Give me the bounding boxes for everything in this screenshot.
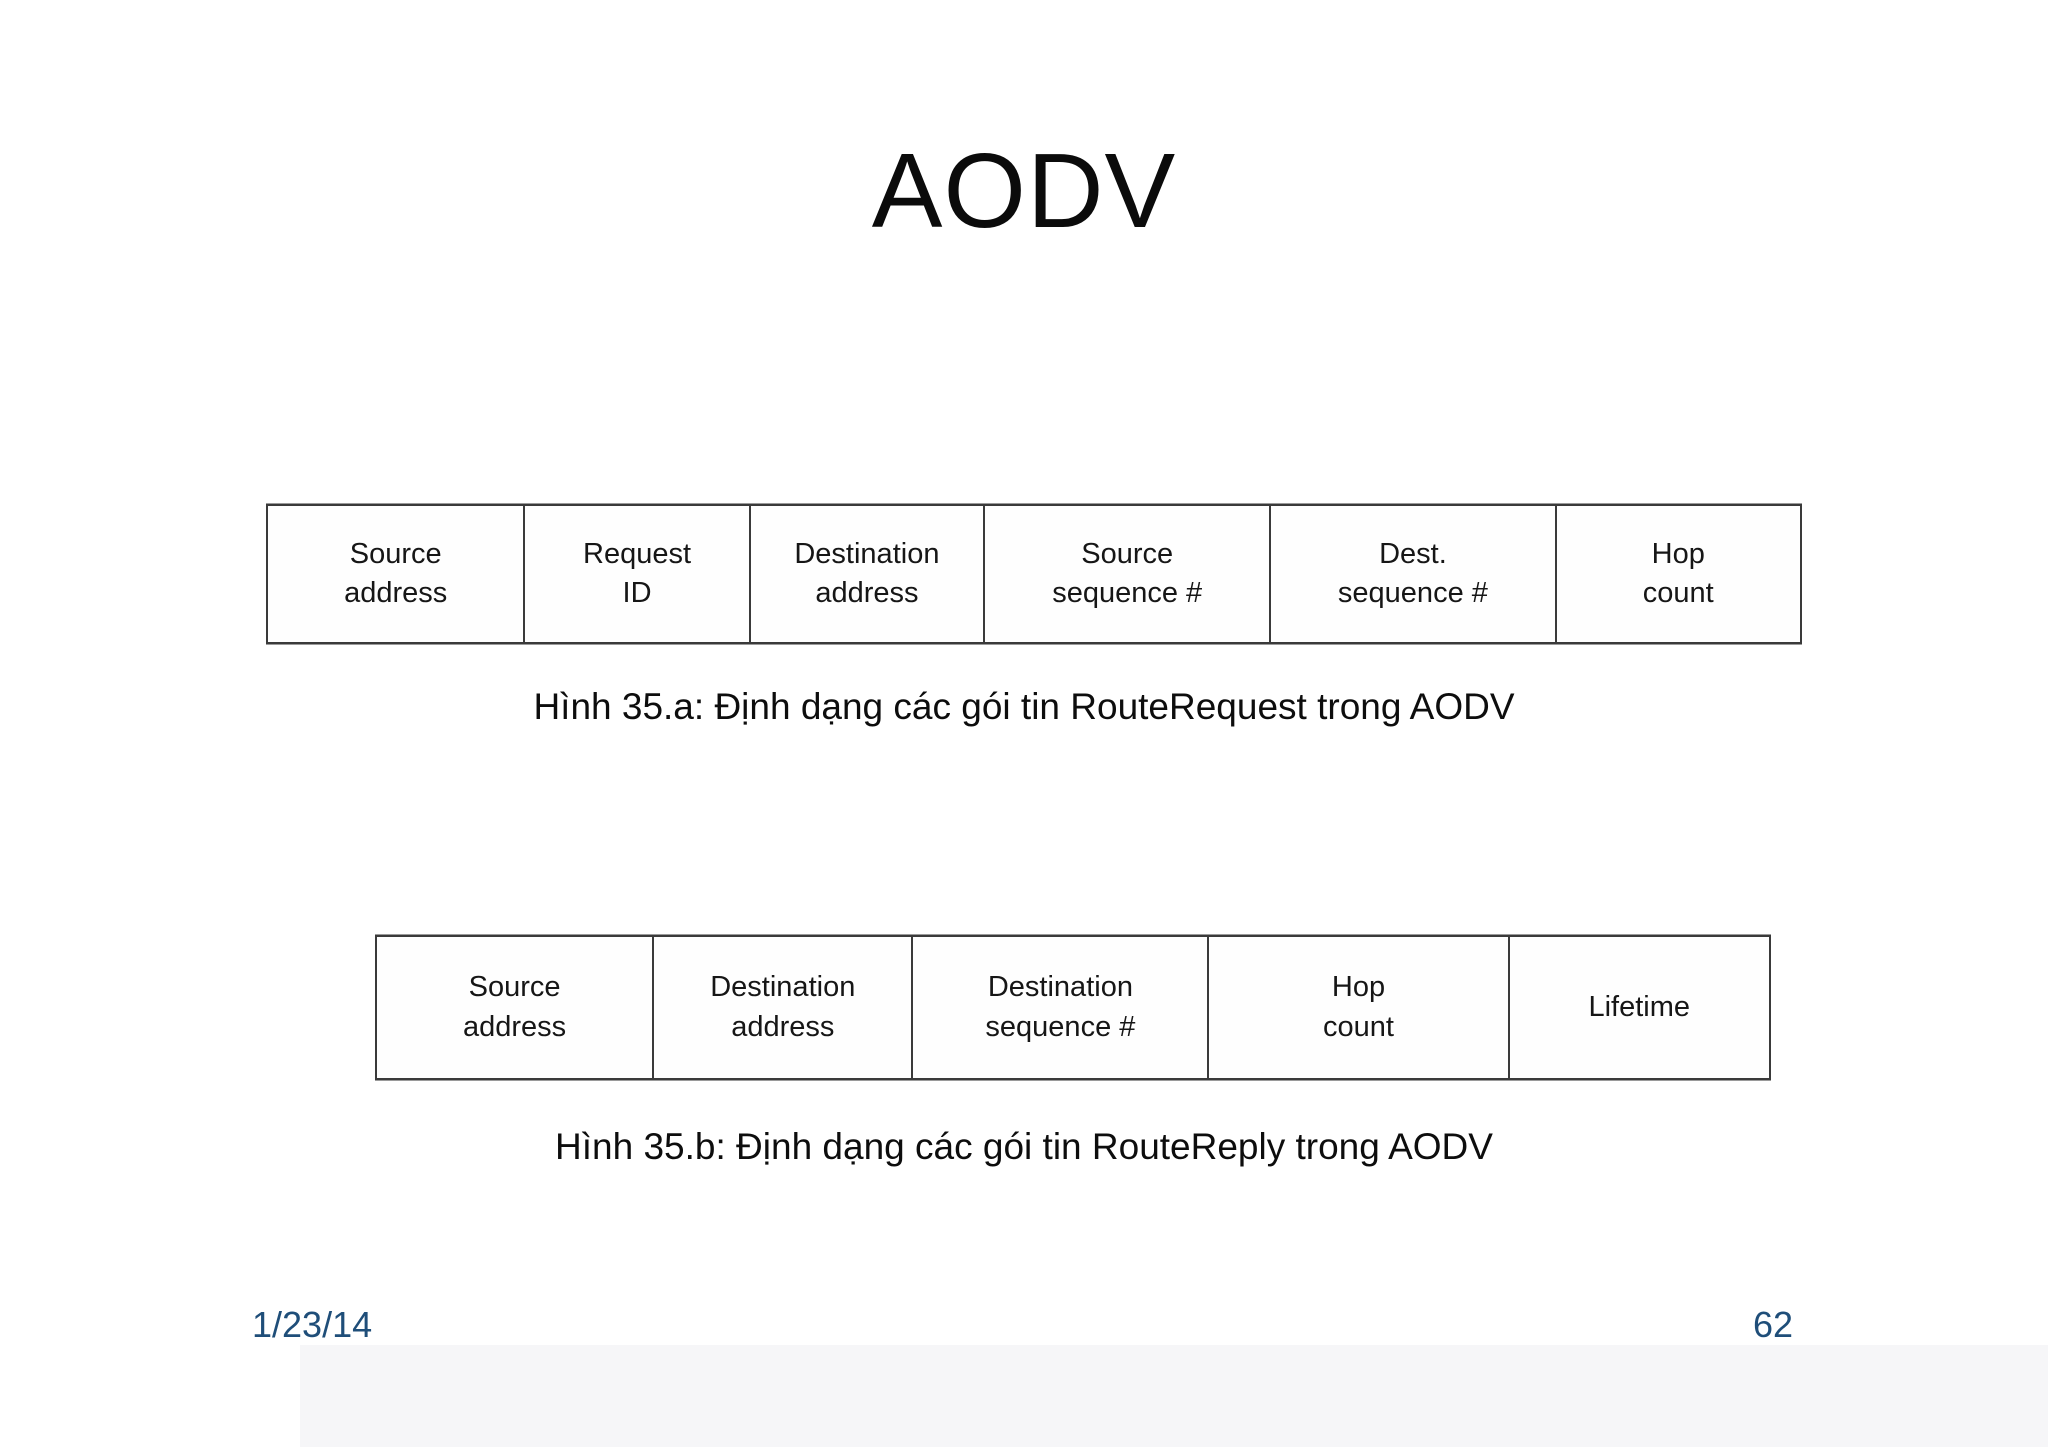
field-hop-count: Hop count — [1554, 506, 1800, 642]
field-request-id: Request ID — [523, 506, 748, 642]
bottom-band — [300, 1345, 2048, 1447]
field-hop-count: Hop count — [1207, 937, 1507, 1078]
footer-date: 1/23/14 — [252, 1304, 373, 1345]
slide-title: AODV — [871, 132, 1177, 250]
field-source-address: Source address — [344, 537, 448, 609]
figure-a-caption: Hình 35.a: Định dạng các gói tin RouteRe… — [533, 686, 1515, 727]
figure-b-caption: Hình 35.b: Định dạng các gói tin RouteRe… — [555, 1126, 1493, 1167]
footer-page-number: 62 — [1752, 1304, 1793, 1345]
field-source-address: Source address — [463, 971, 567, 1043]
route-request-format-table: Source address Request ID Destination ad… — [266, 504, 1802, 644]
field-lifetime: Lifetime — [1507, 937, 1769, 1078]
field-destination-address: Destination address — [652, 937, 911, 1078]
field-dest-sequence: Dest. sequence # — [1269, 506, 1554, 642]
route-reply-format-table: Source address Destination address Desti… — [375, 935, 1771, 1080]
field-destination-address: Destination address — [748, 506, 983, 642]
field-destination-sequence: Destination sequence # — [911, 937, 1207, 1078]
field-source-sequence: Source sequence # — [983, 506, 1269, 642]
